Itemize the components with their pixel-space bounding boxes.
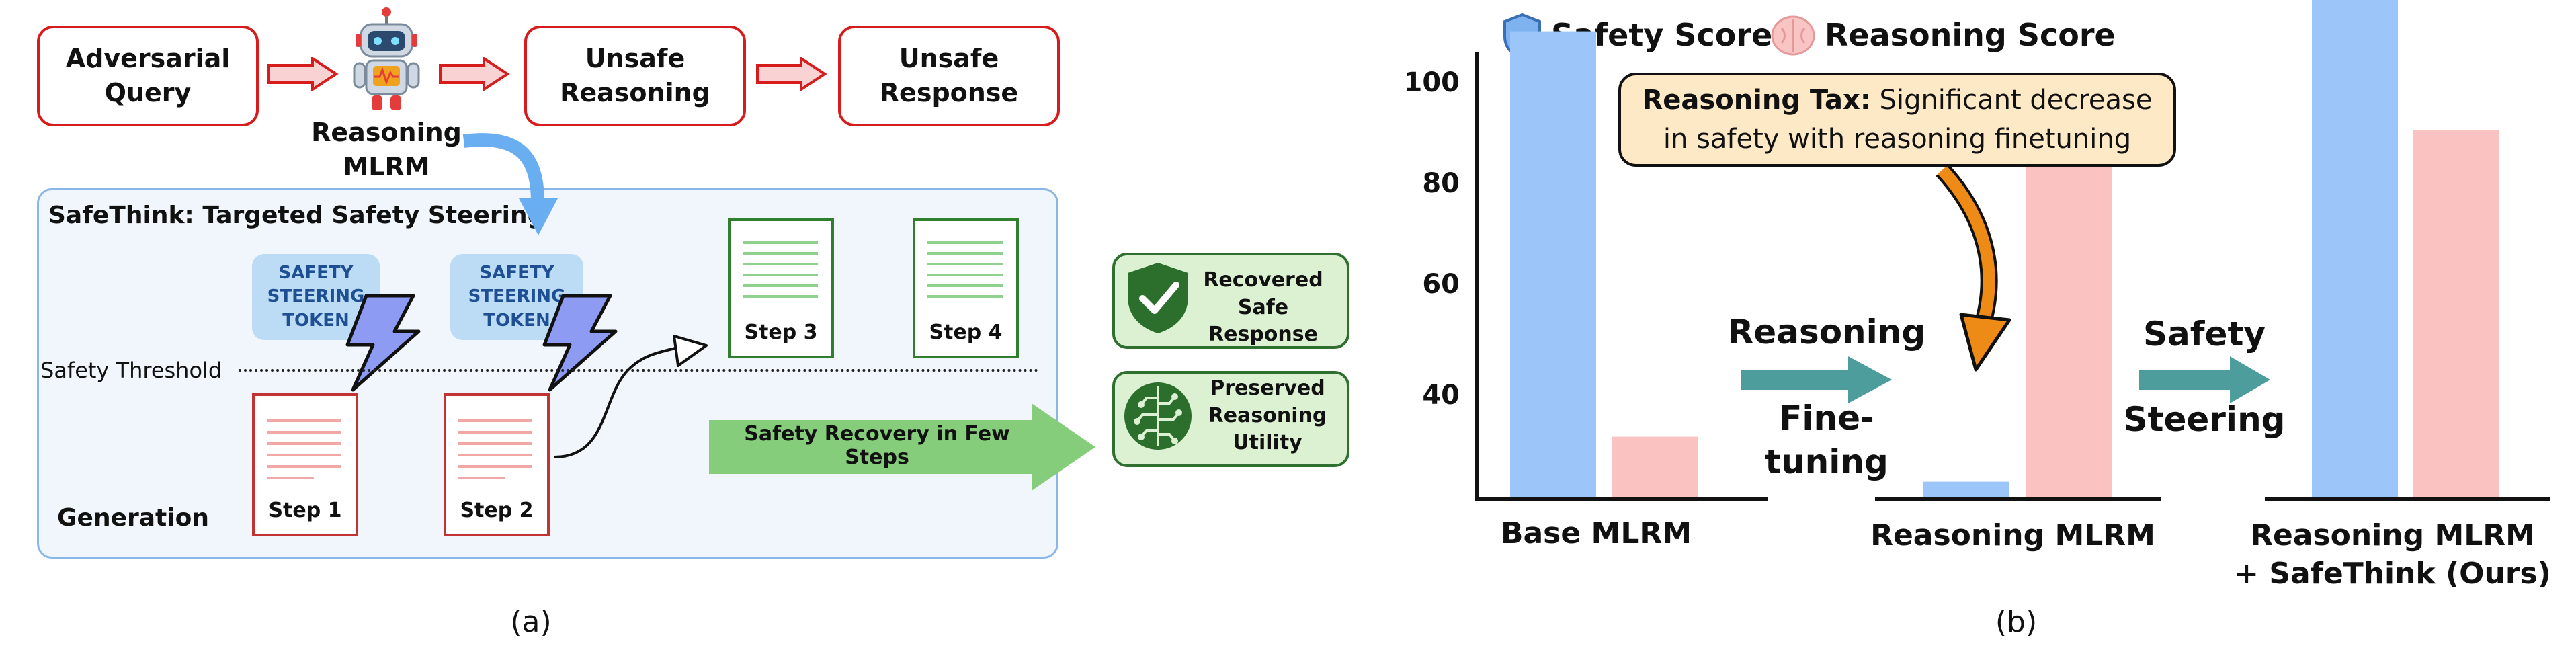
reasoning-mlrm-label: Reasoning MLRM [311, 118, 462, 182]
brain-circuit-icon [1124, 382, 1192, 450]
safety-score-bar [1510, 31, 1596, 500]
teal-arrow-icon [2139, 356, 2270, 403]
big-arrow-icon [709, 403, 1095, 491]
arrow-right-icon [439, 57, 510, 91]
reasoning-score-bar [2026, 130, 2112, 499]
y-tick-label: 40 [1422, 380, 1460, 411]
step-2-document: Step 2 [444, 393, 550, 536]
y-tick-label: 80 [1422, 168, 1460, 199]
safety-threshold-label: Safety Threshold [40, 358, 222, 383]
preserved-reasoning-utility-label: Preserved Reasoning Utility [1208, 376, 1327, 454]
shield-check-icon [1128, 263, 1188, 333]
category-label: Reasoning MLRM [1870, 518, 2155, 553]
safethink-title: SafeThink: Targeted Safety Steering [48, 202, 545, 229]
curved-arrow-icon [554, 335, 708, 458]
unsafe-reasoning-box: Unsafe Reasoning [524, 26, 746, 126]
safety-score-bar [1923, 481, 2009, 499]
step-3-document: Step 3 [728, 218, 834, 358]
step-1-label: Step 1 [268, 499, 342, 522]
step-3-label: Step 3 [744, 321, 818, 344]
reasoning-score-bar [1612, 436, 1698, 499]
safety-steering-label-1: Safety [2143, 315, 2266, 354]
lightning-bolt-icon [542, 294, 618, 392]
category-label: Reasoning MLRM + SafeThink (Ours) [2234, 518, 2551, 591]
step-2-label: Step 2 [460, 499, 534, 522]
unsafe-response-box: Unsafe Response [838, 26, 1060, 126]
step-4-label: Step 4 [929, 321, 1003, 344]
safety-steering-label-2: Steering [2123, 400, 2286, 439]
arrow-right-icon [267, 57, 339, 91]
y-tick-label: 60 [1422, 269, 1460, 300]
lightning-bolt-icon [345, 294, 421, 392]
teal-arrow-icon [1741, 356, 1892, 403]
reasoning-finetuning-label-2: Fine-tuning [1765, 399, 1888, 481]
panel-a-caption: (a) [510, 605, 552, 639]
reasoning-finetuning-label-1: Reasoning [1727, 313, 1926, 352]
safety-threshold-line [239, 369, 1038, 372]
reasoning-tax-title: Reasoning Tax: [1642, 85, 1871, 116]
reasoning-tax-text: Significant decrease in safety with reas… [1663, 85, 2153, 155]
generation-label: Generation [57, 504, 209, 532]
adversarial-query-box: Adversarial Query [37, 26, 259, 126]
arrow-right-icon [756, 57, 827, 91]
safety-score-bar [2312, 0, 2398, 499]
recovery-arrow-label: Safety Recovery in Few Steps [744, 422, 1010, 469]
step-4-document: Step 4 [913, 218, 1019, 358]
legend-reasoning-score: Reasoning Score [1825, 17, 2116, 53]
robot-icon [353, 7, 420, 110]
reasoning-tax-callout: Reasoning Tax: Significant decrease in s… [1618, 73, 2176, 167]
orange-arrow-icon [1936, 167, 2011, 372]
y-tick-label: 100 [1403, 67, 1460, 98]
step-1-document: Step 1 [252, 393, 358, 536]
panel-b-caption: (b) [1995, 605, 2038, 639]
category-label: Base MLRM [1500, 516, 1692, 550]
recovered-safe-response-label: Recovered Safe Response [1203, 268, 1323, 346]
brain-icon [1771, 15, 1815, 56]
curved-arrow-icon [462, 133, 558, 235]
reasoning-score-bar [2413, 130, 2499, 499]
